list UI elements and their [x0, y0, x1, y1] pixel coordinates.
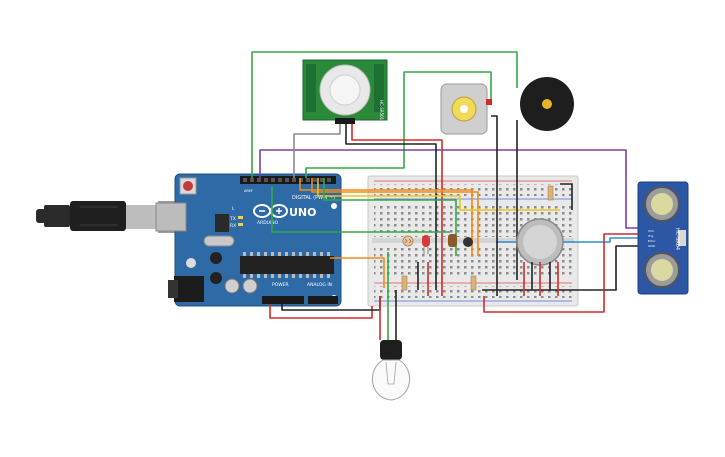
aref-label: AREF	[244, 189, 253, 193]
arduino-logo-icon	[253, 204, 288, 218]
capacitor-icon	[448, 234, 457, 247]
wire-green-mid-2	[323, 178, 457, 256]
photoresistor-icon	[402, 235, 414, 247]
sub-brand-label: ARDUINO	[257, 220, 279, 226]
wire-orange-1	[299, 178, 473, 256]
resistors	[401, 185, 554, 291]
wires	[251, 51, 640, 342]
dc-motor-icon	[440, 83, 492, 135]
wire-red-power	[269, 304, 373, 319]
l-label: L	[232, 206, 235, 212]
digital-header	[240, 176, 336, 184]
analog-label: ANALOG IN	[307, 282, 332, 288]
gas-sensor-icon	[516, 218, 564, 266]
light-bulb-icon	[371, 340, 411, 401]
brand-label: UNO	[289, 206, 317, 219]
wire-red-pir	[351, 124, 443, 296]
pushbutton-icon	[463, 237, 473, 247]
wire-green-mid	[271, 186, 450, 233]
wire-orange-2	[311, 178, 479, 256]
us-pin-trig: Trig	[647, 234, 653, 238]
reset-button[interactable]	[179, 177, 197, 195]
wire-green-motor	[305, 71, 492, 178]
wire-gray-pir	[293, 124, 341, 178]
digital-label: DIGITAL (PWM ~)	[292, 195, 335, 201]
ultrasonic-sensor: HC-SR04 VCC Trig Echo GND	[637, 181, 689, 295]
arduino-uno-board: AREF DIGITAL (PWM ~) L TX RX UNO ARDUINO	[155, 173, 342, 307]
power-header	[262, 296, 304, 304]
pir-sensor: HC-SR501	[302, 59, 388, 124]
buzzer-icon	[520, 77, 574, 131]
rx-label: RX	[230, 223, 236, 229]
wire-purple	[259, 149, 640, 229]
wire-green-top	[251, 51, 518, 178]
ultrasonic-label: HC-SR04	[674, 228, 680, 250]
wire-yellow	[317, 178, 560, 211]
wire-black-motor	[491, 115, 498, 296]
wire-black-us	[482, 245, 640, 291]
us-pin-gnd: GND	[648, 244, 656, 248]
us-pin-echo: Echo	[648, 239, 655, 243]
analog-header	[308, 296, 338, 304]
tx-label: TX	[229, 216, 236, 222]
power-label: POWER	[272, 282, 289, 288]
wire-red-us	[483, 233, 640, 313]
pir-side-label: HC-SR501	[379, 100, 384, 121]
us-pin-vcc: VCC	[648, 229, 654, 233]
breadboard-bottom-wires	[417, 183, 573, 296]
wire-black-pir	[345, 124, 437, 290]
led-icon	[422, 235, 430, 254]
atmega-chip	[240, 252, 334, 278]
wire-orange-3	[330, 257, 385, 288]
